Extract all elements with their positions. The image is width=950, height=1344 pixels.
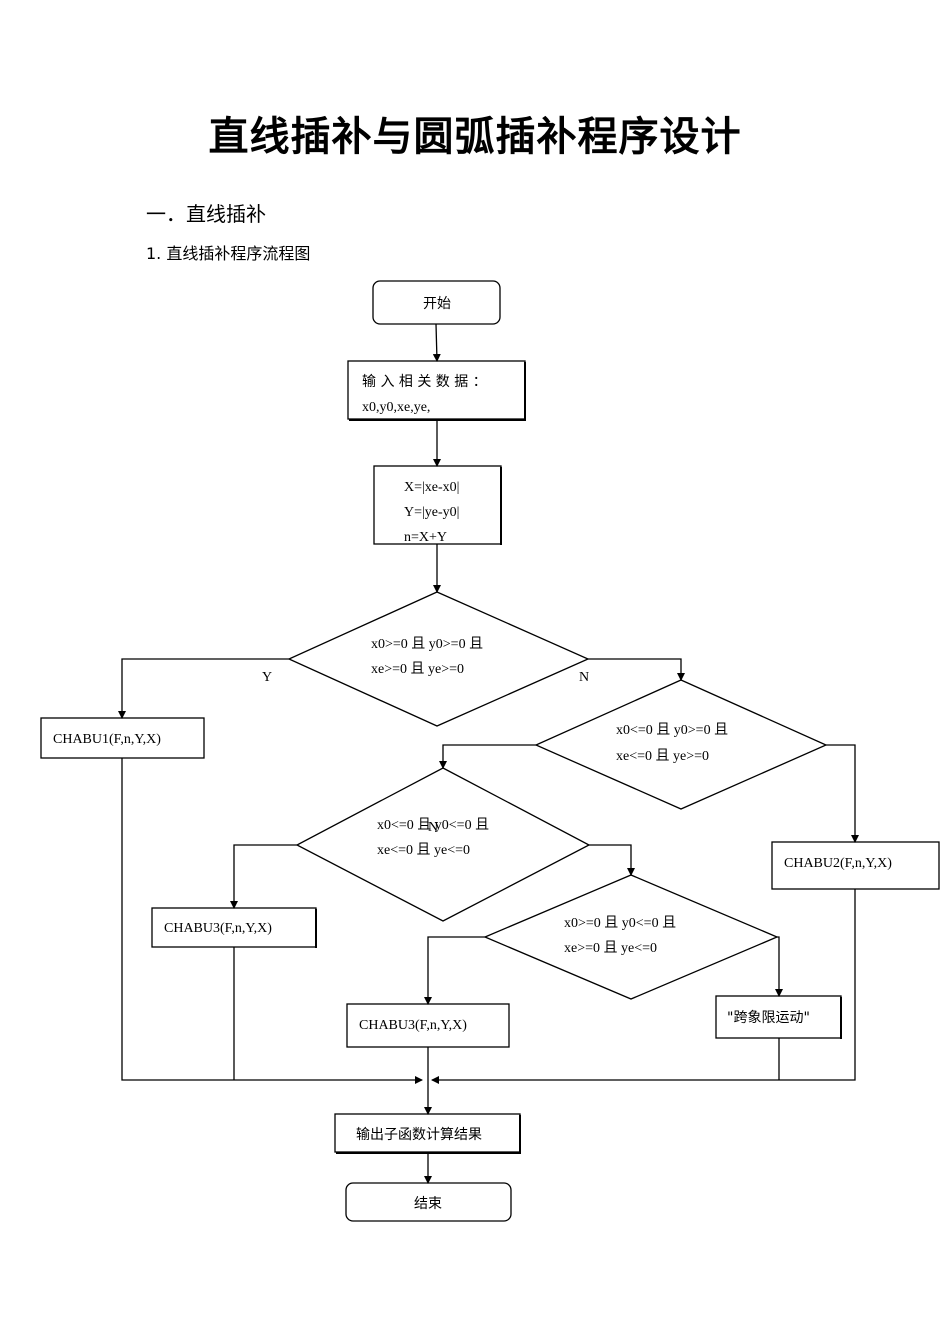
subsection-heading: 1. 直线插补程序流程图 bbox=[146, 244, 311, 263]
decision4-label-line2: xe>=0 且 ye<=0 bbox=[564, 941, 657, 956]
end-label: 结束 bbox=[414, 1196, 442, 1212]
decision-quadrant-4 bbox=[483, 874, 779, 1000]
decision-quadrant-1 bbox=[287, 591, 590, 727]
cross-quadrant-label: "跨象限运动" bbox=[727, 1010, 810, 1026]
calc-label-line1: X=|xe-x0| bbox=[404, 480, 460, 495]
input-label-line1: 输 入 相 关 数 据 ： bbox=[362, 374, 487, 390]
calc-label-line3: n=X+Y bbox=[404, 530, 447, 545]
decision3-label-line1: x0<=0 且 y0<=0 且 bbox=[377, 818, 489, 833]
yes-label: Y bbox=[262, 670, 272, 685]
decision-quadrant-2 bbox=[534, 679, 828, 810]
decision2-label-line2: xe<=0 且 ye>=0 bbox=[616, 749, 709, 764]
decision4-label-line1: x0>=0 且 y0<=0 且 bbox=[564, 916, 676, 931]
calc-label-line2: Y=|ye-y0| bbox=[404, 505, 460, 520]
output-label: 输出子函数计算结果 bbox=[356, 1127, 482, 1143]
start-label: 开始 bbox=[423, 296, 451, 312]
input-label-line2: x0,y0,xe,ye, bbox=[362, 400, 430, 415]
chabu3-left-label: CHABU3(F,n,Y,X) bbox=[164, 921, 272, 936]
decision3-label-line2: xe<=0 且 ye<=0 bbox=[377, 843, 470, 858]
decision-quadrant-3 bbox=[295, 767, 591, 922]
no-label: N bbox=[579, 670, 589, 685]
decision2-label-line1: x0<=0 且 y0>=0 且 bbox=[616, 723, 728, 738]
page-title: 直线插补与圆弧插补程序设计 bbox=[208, 114, 742, 160]
chabu1-label: CHABU1(F,n,Y,X) bbox=[53, 732, 161, 747]
connector-lines bbox=[118, 323, 859, 1184]
decision1-label-line1: x0>=0 且 y0>=0 且 bbox=[371, 637, 483, 652]
section-heading: 一．直线插补 bbox=[146, 202, 266, 226]
decision3-no-label: N bbox=[428, 820, 438, 835]
chabu2-label: CHABU2(F,n,Y,X) bbox=[784, 856, 892, 871]
decision1-label-line2: xe>=0 且 ye>=0 bbox=[371, 662, 464, 677]
chabu3-right-label: CHABU3(F,n,Y,X) bbox=[359, 1018, 467, 1033]
